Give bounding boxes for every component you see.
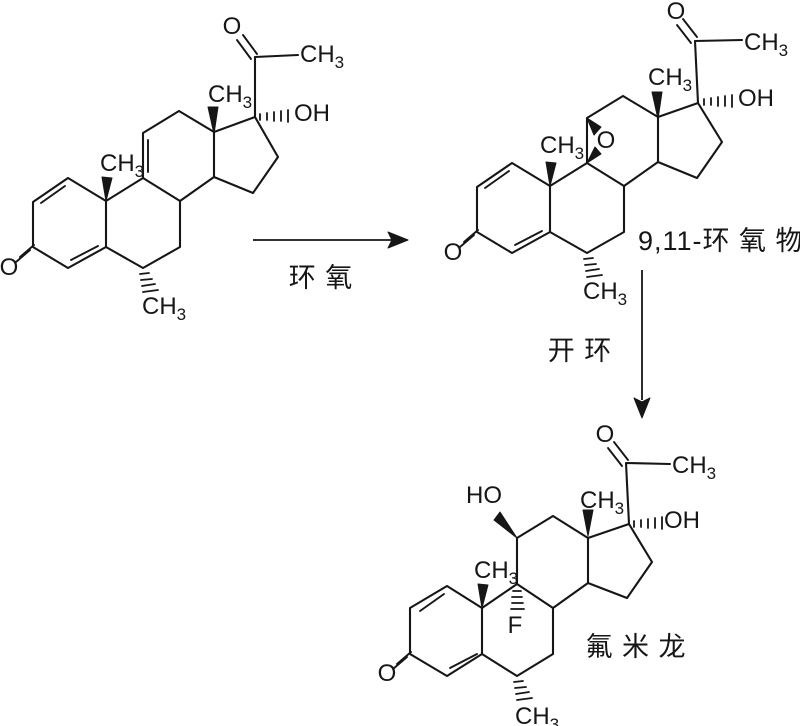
- label-o-c3: O: [378, 660, 397, 687]
- step2-label: 开 环: [548, 336, 613, 366]
- step2-arrow: 开 环: [548, 270, 651, 419]
- label-ch3-c6: CH3: [583, 278, 627, 309]
- wedge-epoxide-c9-o: [586, 146, 602, 164]
- hash-wedge-17-hydroxyl: [633, 516, 663, 530]
- product-name-label: 氟 米 龙: [585, 632, 686, 662]
- hash-wedge-6-methyl: [513, 680, 533, 701]
- delta4-double-bond: [70, 245, 99, 261]
- structure-epoxide-intermediate: O O O CH3 OH CH3 CH3 CH3 9,11-环 氧 物: [444, 0, 800, 309]
- step1-arrow-head: [387, 231, 409, 249]
- c17-sidechain-bonds: [253, 53, 300, 119]
- step1-arrow: 环 氧: [253, 231, 409, 293]
- label-ch3-c21: CH3: [672, 452, 716, 483]
- structure-starting-material: O O CH3 OH CH3 CH3 CH3: [0, 13, 344, 324]
- label-ch3-c18: CH3: [648, 64, 692, 95]
- label-ho-c11: HO: [466, 482, 502, 509]
- wedge-c19-methyl: [545, 161, 557, 187]
- delta1-double-bond: [40, 185, 66, 204]
- label-ch3-c21: CH3: [300, 41, 344, 72]
- c20-ketone-double-bond: [676, 18, 698, 44]
- label-oh-c17: OH: [664, 507, 700, 534]
- label-ch3-c21: CH3: [744, 29, 788, 60]
- label-o-c3: O: [0, 254, 18, 281]
- wedge-c18-methyl: [582, 509, 594, 537]
- label-ch3-c6: CH3: [515, 703, 559, 726]
- wedge-c19-methyl: [477, 583, 489, 609]
- label-o-c20: O: [223, 13, 242, 40]
- label-oh-c17: OH: [738, 85, 774, 112]
- hash-wedge-9-fluoro: [510, 590, 525, 610]
- label-o-c20: O: [596, 421, 615, 448]
- hash-wedge-17-hydroxyl: [259, 109, 289, 123]
- step2-arrow-head: [633, 397, 651, 419]
- ring-d-bonds: [656, 101, 724, 180]
- wedge-c18-methyl: [207, 106, 219, 135]
- wedge-c11-hydroxyl: [493, 511, 518, 539]
- structure-fluorometholone: O O CH3 OH HO F CH3 CH3 CH3 氟 米 龙: [378, 421, 716, 726]
- hash-wedge-17-hydroxyl: [703, 94, 733, 108]
- label-ch3-c18: CH3: [580, 487, 624, 518]
- ring-b-bonds: [480, 582, 555, 678]
- ring-a-bonds: [408, 584, 484, 678]
- c20-ketone-double-bond: [607, 441, 629, 467]
- ring-b-bonds: [548, 161, 626, 255]
- label-oh-c17: OH: [294, 100, 330, 127]
- c3-ketone-double-bond: [15, 244, 35, 263]
- delta1-double-bond: [484, 170, 510, 189]
- delta4-double-bond: [514, 230, 543, 246]
- label-ch3-c19: CH3: [540, 132, 584, 163]
- ring-b-bonds: [104, 176, 182, 270]
- label-ch3-c18: CH3: [208, 81, 252, 112]
- label-ch3-c19: CH3: [474, 557, 518, 588]
- c3-ketone-double-bond: [459, 229, 479, 248]
- ring-c-bonds: [585, 94, 660, 188]
- label-ch3-c19: CH3: [100, 150, 144, 181]
- step1-label: 环 氧: [289, 263, 354, 293]
- wedge-c18-methyl: [651, 91, 663, 120]
- delta4-double-bond: [449, 653, 478, 669]
- c3-ketone-double-bond: [392, 651, 412, 670]
- hash-wedge-6-methyl: [583, 257, 603, 278]
- ring-c-bonds: [141, 109, 216, 203]
- label-o-c20: O: [667, 0, 686, 25]
- c17-sidechain-bonds: [624, 461, 672, 526]
- wedge-epoxide-c11-o: [586, 117, 602, 136]
- ring-c-bonds: [515, 514, 590, 610]
- ring-d-bonds: [212, 115, 280, 195]
- label-o-epoxide: O: [597, 127, 616, 154]
- ring-d-bonds: [586, 522, 654, 600]
- intermediate-name-label: 9,11-环 氧 物: [638, 226, 800, 256]
- label-ch3-c6: CH3: [142, 293, 186, 324]
- ring-a-bonds: [475, 161, 552, 255]
- label-f-c9: F: [508, 612, 523, 639]
- wedge-c19-methyl: [101, 176, 113, 202]
- label-o-c3: O: [444, 239, 463, 266]
- hash-wedge-6-methyl: [139, 272, 159, 293]
- ring-a-bonds: [31, 176, 108, 270]
- delta1-double-bond: [419, 593, 445, 612]
- c17-sidechain-bonds: [693, 38, 744, 105]
- c20-ketone-double-bond: [236, 34, 258, 60]
